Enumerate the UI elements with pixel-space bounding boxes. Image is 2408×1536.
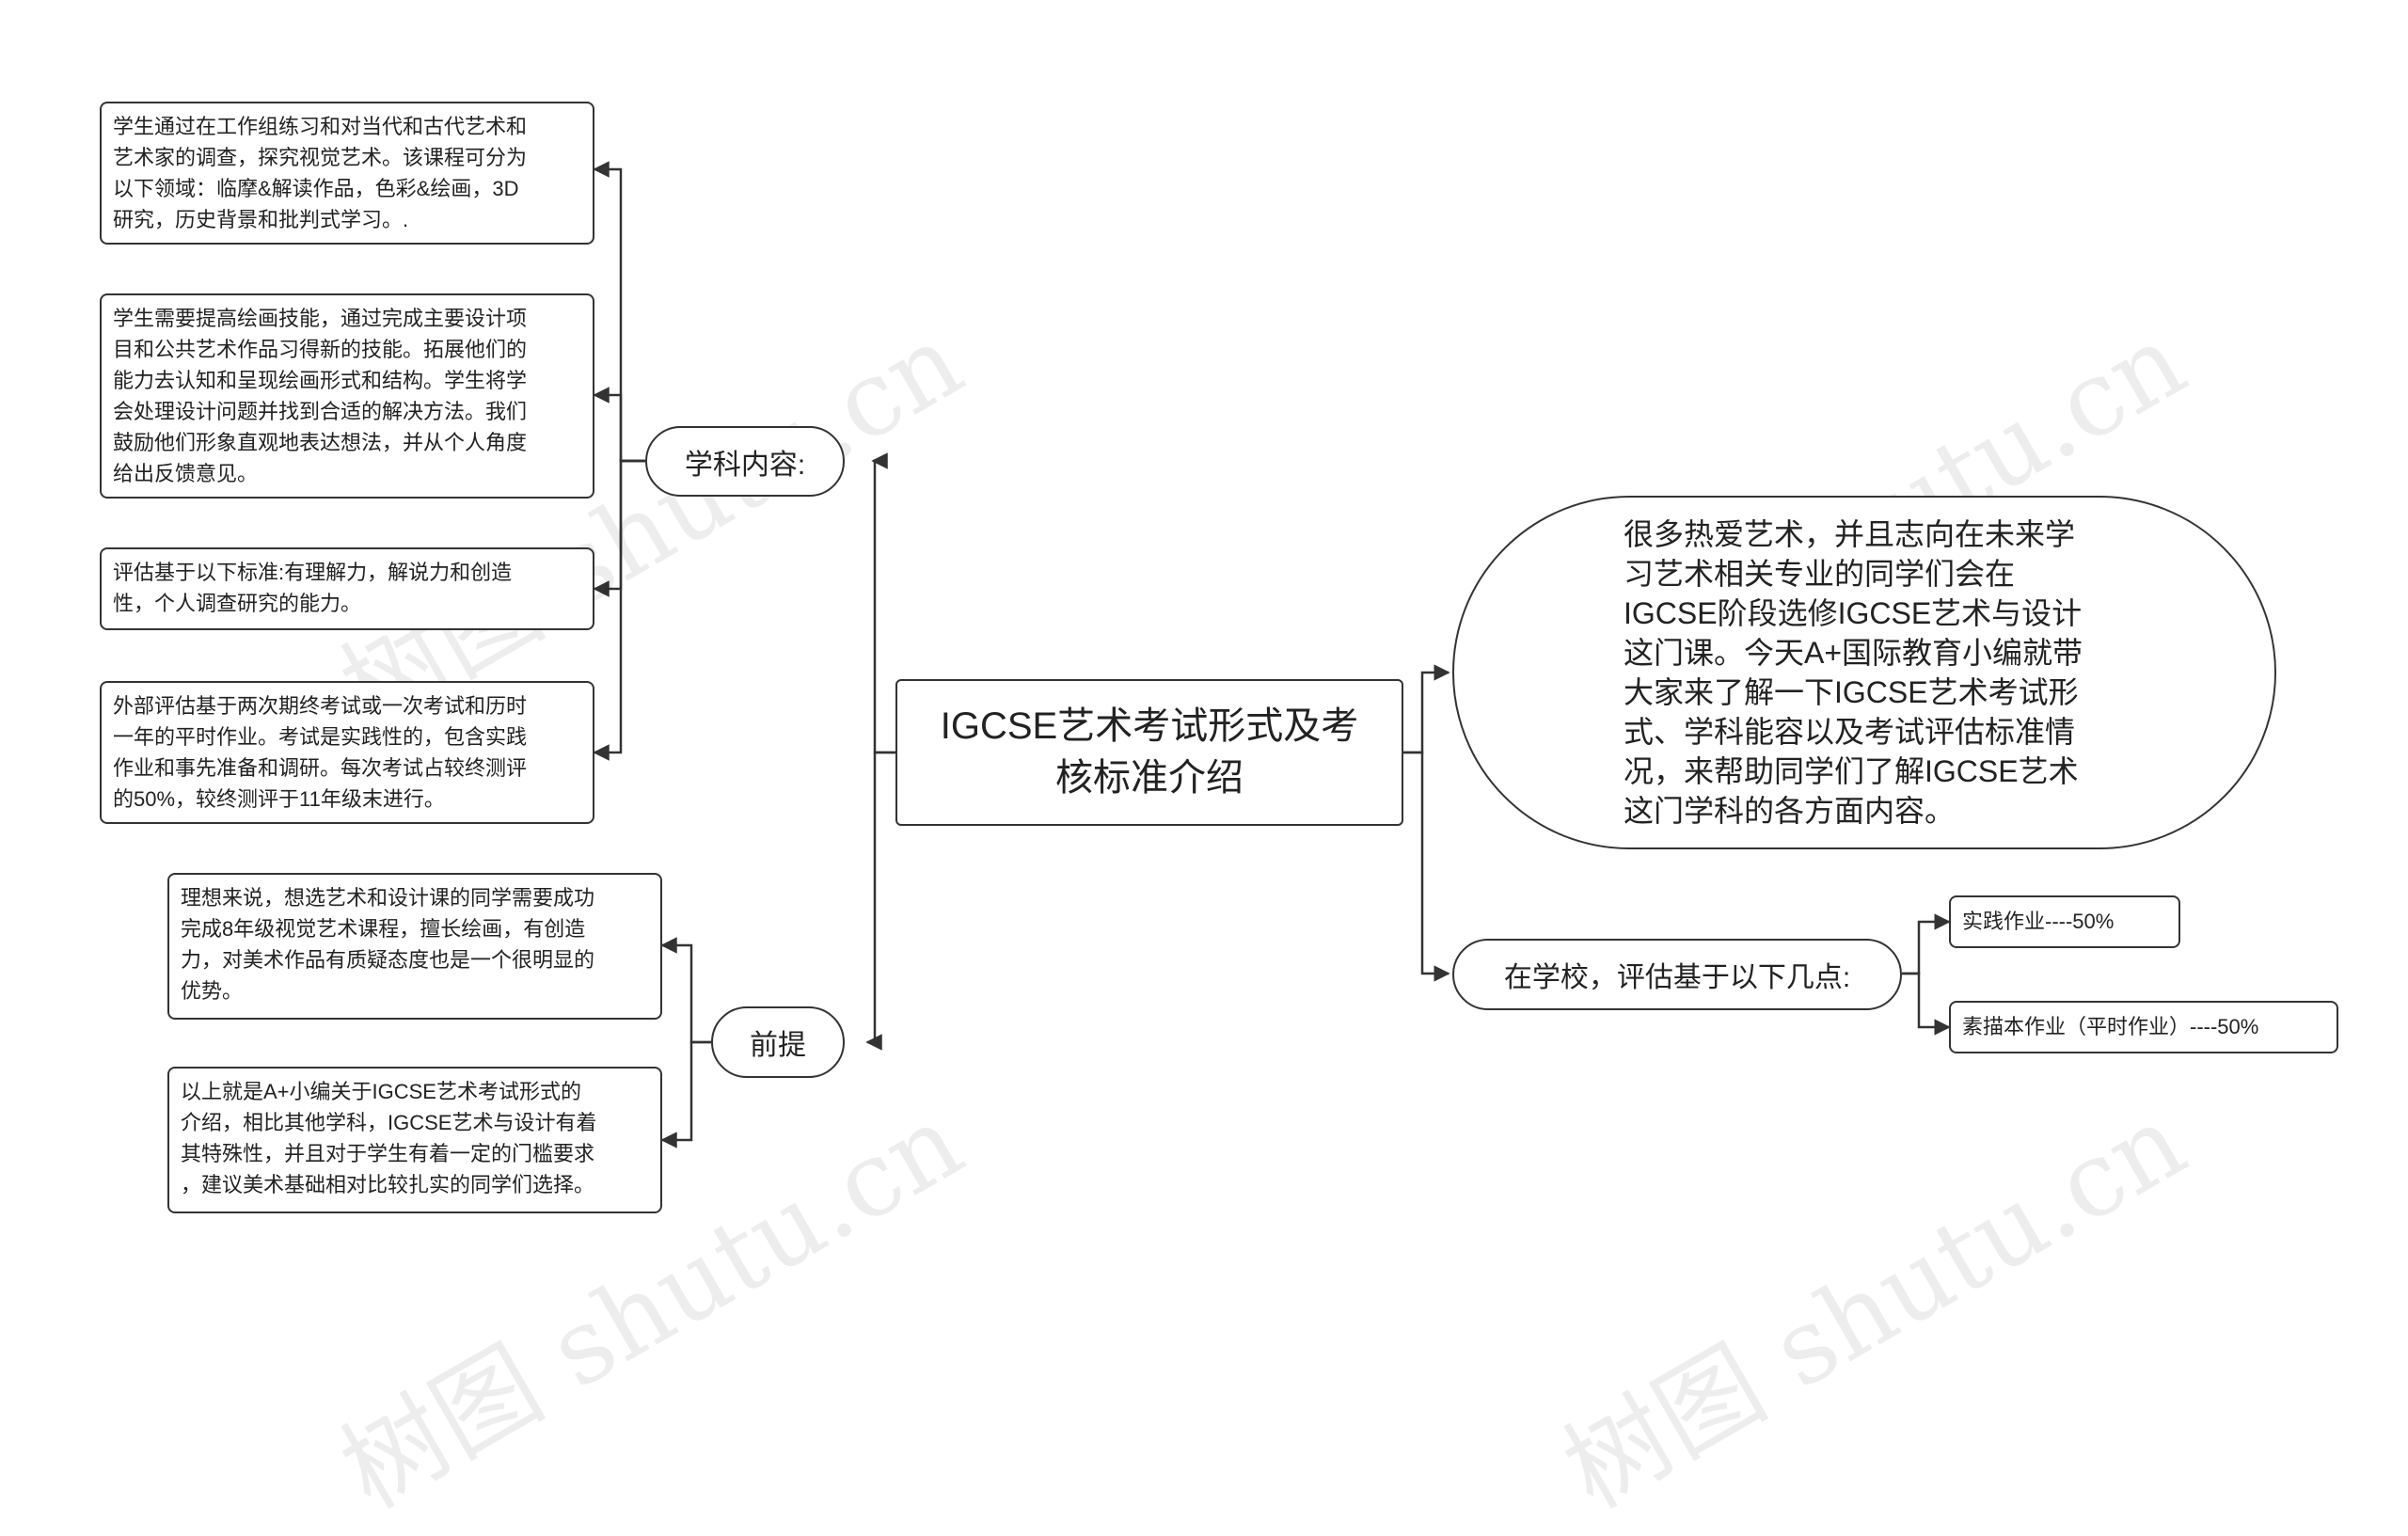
link-root-subject bbox=[871, 452, 895, 754]
connector-lines bbox=[593, 161, 1951, 1148]
school-item-2[interactable]: 素描本作业（平时作业）----50% bbox=[1949, 1001, 2338, 1053]
link-root-intro bbox=[1403, 664, 1450, 754]
link-school-1 bbox=[1902, 913, 1951, 975]
premise-branch[interactable]: 前提 bbox=[711, 1006, 845, 1078]
intro-node[interactable]: 很多热爱艺术，并且志向在未来学 习艺术相关专业的同学们会在 IGCSE阶段选修I… bbox=[1452, 496, 2276, 849]
link-root-premise bbox=[865, 751, 895, 1051]
link-premise-2 bbox=[660, 1040, 711, 1148]
link-school-2 bbox=[1902, 972, 1951, 1036]
school-item-1[interactable]: 实践作业----50% bbox=[1949, 895, 2180, 948]
subject-note-4[interactable]: 外部评估基于两次期终考试或一次考试和历时 一年的平时作业。考试是实践性的，包含实… bbox=[100, 681, 594, 824]
link-subject-4 bbox=[593, 459, 645, 761]
premise-note-1[interactable]: 理想来说，想选艺术和设计课的同学需要成功 完成8年级视觉艺术课程，擅长绘画，有创… bbox=[167, 873, 662, 1020]
subject-note-3[interactable]: 评估基于以下标准:有理解力，解说力和创造 性，个人调查研究的能力。 bbox=[100, 547, 594, 630]
subject-note-1[interactable]: 学生通过在工作组练习和对当代和古代艺术和 艺术家的调查，探究视觉艺术。该课程可分… bbox=[100, 102, 594, 245]
premise-note-2[interactable]: 以上就是A+小编关于IGCSE艺术考试形式的 介绍，相比其他学科，IGCSE艺术… bbox=[167, 1067, 662, 1213]
link-root-school bbox=[1403, 751, 1450, 982]
subject-branch[interactable]: 学科内容: bbox=[645, 426, 845, 497]
link-subject-2 bbox=[593, 387, 645, 463]
subject-note-2[interactable]: 学生需要提高绘画技能，通过完成主要设计项 目和公共艺术作品习得新的技能。拓展他们… bbox=[100, 293, 594, 499]
link-premise-1 bbox=[660, 937, 711, 1044]
root-topic[interactable]: IGCSE艺术考试形式及考 核标准介绍 bbox=[895, 679, 1403, 826]
school-branch[interactable]: 在学校，评估基于以下几点: bbox=[1452, 939, 1902, 1010]
